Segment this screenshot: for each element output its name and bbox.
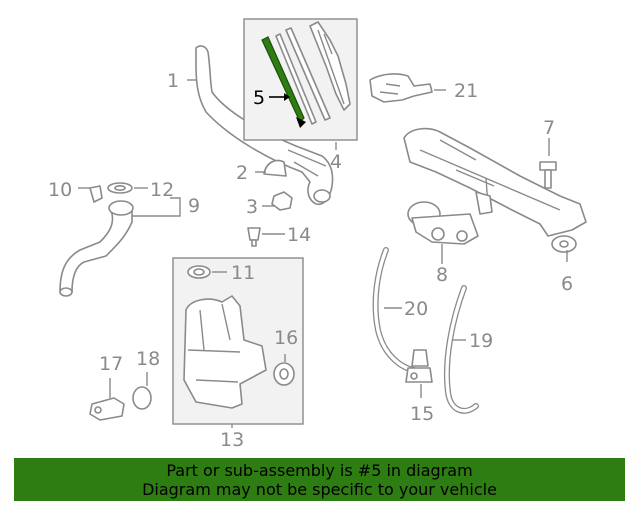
blade-group-box bbox=[243, 18, 358, 141]
callout-17: 17 bbox=[99, 353, 123, 375]
grommet-bolt bbox=[247, 227, 261, 247]
callout-3: 3 bbox=[246, 196, 258, 218]
washer-pump bbox=[405, 349, 433, 383]
callout-6: 6 bbox=[561, 273, 573, 295]
washer-nozzle bbox=[369, 73, 433, 103]
notice-line-2: Diagram may not be specific to your vehi… bbox=[142, 480, 497, 499]
callout-15: 15 bbox=[410, 403, 434, 425]
callout-11: 11 bbox=[231, 262, 255, 284]
callout-20: 20 bbox=[404, 298, 428, 320]
callout-8: 8 bbox=[436, 264, 448, 286]
washer-hose-19 bbox=[443, 285, 479, 414]
wiper-arm bbox=[195, 45, 334, 206]
wiper-blade-insert-highlight bbox=[261, 36, 305, 124]
reservoir-group-box bbox=[172, 257, 304, 425]
notice-line-1: Part or sub-assembly is #5 in diagram bbox=[166, 461, 473, 480]
leader-lines bbox=[78, 79, 568, 428]
callout-13: 13 bbox=[220, 429, 244, 451]
grommet-18 bbox=[132, 386, 152, 410]
wiper-motor bbox=[407, 201, 479, 245]
grommet-16 bbox=[273, 362, 295, 386]
callout-19: 19 bbox=[469, 330, 493, 352]
filler-neck bbox=[59, 200, 134, 297]
arm-cap bbox=[263, 159, 287, 177]
callout-18: 18 bbox=[136, 348, 160, 370]
level-sensor bbox=[89, 397, 125, 421]
clip bbox=[89, 185, 103, 203]
washer-hose-20 bbox=[372, 247, 417, 373]
callout-21: 21 bbox=[454, 80, 478, 102]
callout-9: 9 bbox=[188, 195, 200, 217]
callout-labels: 1 2 3 4 5 6 7 8 9 10 11 12 13 14 15 16 1… bbox=[48, 70, 573, 451]
notice-banner: Part or sub-assembly is #5 in diagram Di… bbox=[14, 458, 625, 501]
callout-5: 5 bbox=[253, 87, 265, 109]
seal bbox=[107, 182, 133, 194]
callout-7: 7 bbox=[543, 117, 555, 139]
wiper-linkage bbox=[403, 127, 587, 253]
bolt bbox=[539, 161, 557, 189]
callout-16: 16 bbox=[274, 327, 298, 349]
callout-2: 2 bbox=[236, 162, 248, 184]
callout-10: 10 bbox=[48, 179, 72, 201]
callout-12: 12 bbox=[150, 179, 174, 201]
callout-4: 4 bbox=[330, 151, 342, 173]
callout-1: 1 bbox=[167, 70, 179, 92]
nut bbox=[271, 191, 293, 211]
callout-14: 14 bbox=[287, 224, 311, 246]
